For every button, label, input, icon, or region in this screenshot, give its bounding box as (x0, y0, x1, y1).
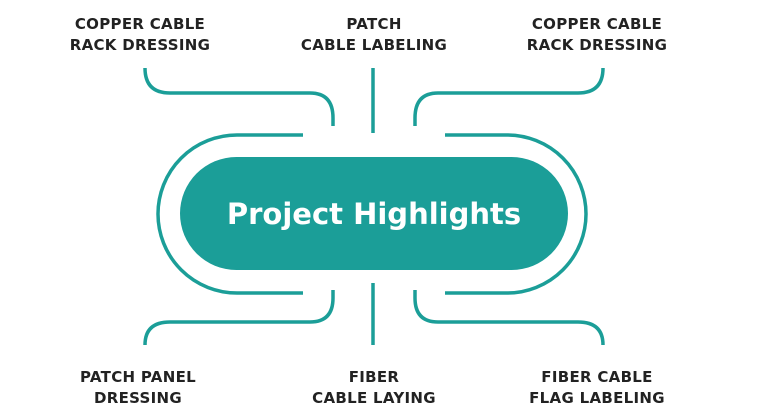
item-line1: FIBER (348, 368, 400, 386)
connector-top-left (143, 67, 335, 126)
center-pill (180, 157, 568, 270)
connector-top-right (413, 67, 605, 126)
item-bottom-left: PATCH PANEL DRESSING (28, 367, 248, 409)
item-line2: CABLE LAYING (312, 389, 436, 407)
item-line2: CABLE LABELING (300, 36, 448, 54)
connector-bottom-right (413, 290, 605, 346)
item-top-center: PATCH CABLE LABELING (264, 14, 484, 56)
item-bottom-right: FIBER CABLE FLAG LABELING (487, 367, 707, 409)
outer-bracket-right (445, 133, 588, 295)
item-top-right: COPPER CABLE RACK DRESSING (487, 14, 707, 56)
outer-bracket-left (156, 133, 303, 295)
item-line1: COPPER CABLE (531, 15, 663, 33)
item-line2: RACK DRESSING (69, 36, 211, 54)
item-line1: PATCH PANEL (80, 368, 196, 386)
item-line2: DRESSING (93, 389, 183, 407)
item-bottom-center: FIBER CABLE LAYING (264, 367, 484, 409)
item-line1: PATCH (346, 15, 402, 33)
center-title: Project Highlights (226, 196, 522, 231)
item-line1: FIBER CABLE (541, 368, 653, 386)
item-top-left: COPPER CABLE RACK DRESSING (30, 14, 250, 56)
connector-bottom-left (143, 290, 335, 346)
item-line2: RACK DRESSING (526, 36, 668, 54)
item-line1: COPPER CABLE (74, 15, 206, 33)
item-line2: FLAG LABELING (529, 389, 665, 407)
